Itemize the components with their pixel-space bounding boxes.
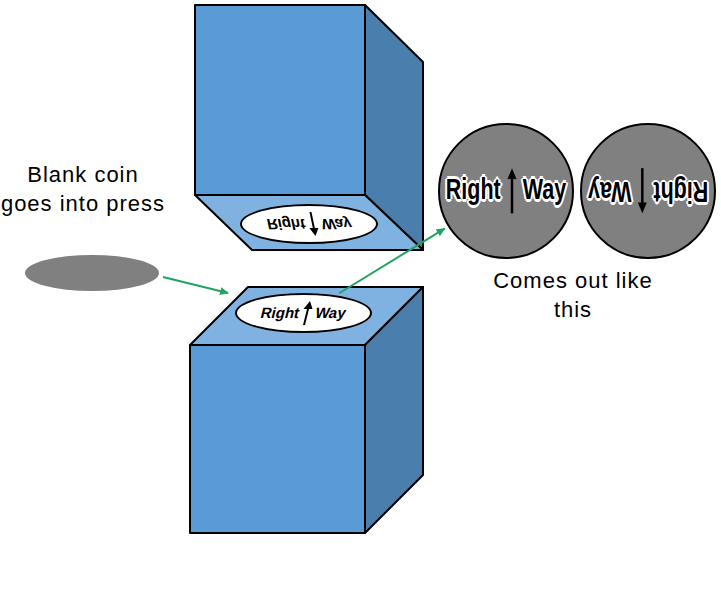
top-die-face: Right Way bbox=[240, 204, 378, 244]
bottom-die-face: Right Way bbox=[235, 293, 372, 333]
coin-face-text-group: Right Way bbox=[259, 304, 348, 322]
coin-text: Right Way bbox=[588, 176, 708, 205]
blank-coin bbox=[25, 255, 159, 291]
caption-label: Comes out like this bbox=[488, 266, 658, 324]
bottom-die bbox=[190, 287, 423, 533]
coin-face-text-group: Right Way bbox=[265, 215, 354, 233]
coin-back: Right Way bbox=[580, 123, 716, 259]
coin-text: Right Way bbox=[259, 305, 348, 320]
top-die bbox=[195, 5, 423, 250]
feed-arrow bbox=[163, 277, 228, 293]
coin-front: Right Way bbox=[438, 123, 574, 259]
coin-face-text-group: Right Way bbox=[588, 176, 708, 205]
coin-text: Right Way bbox=[265, 217, 353, 232]
caption-label: Blank coin goes into press bbox=[0, 160, 166, 218]
coin-face-text-group: Right Way bbox=[446, 176, 566, 205]
coin-text: Right Way bbox=[446, 176, 566, 205]
